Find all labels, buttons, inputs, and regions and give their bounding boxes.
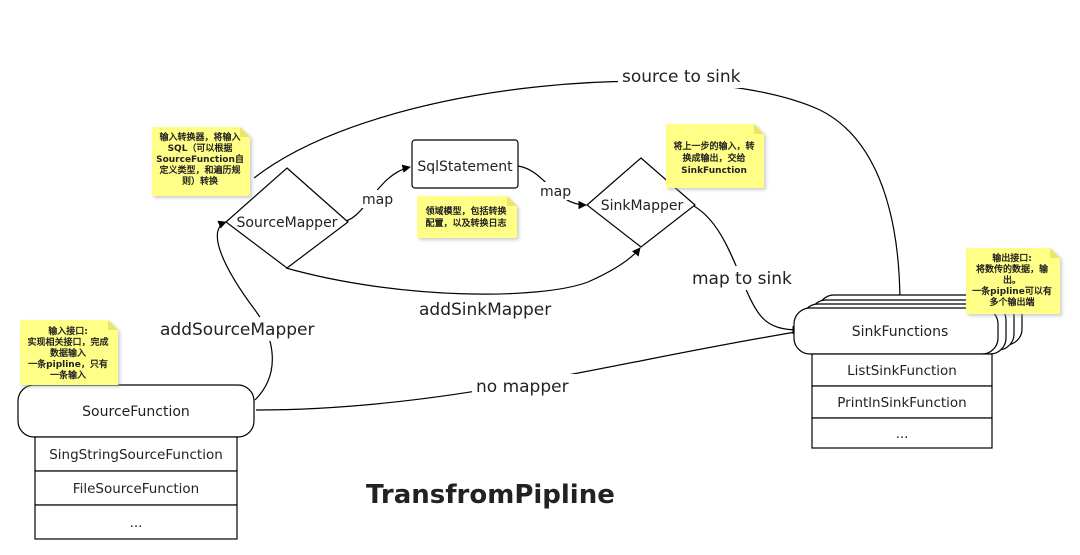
- note-output-interface: [966, 248, 1060, 314]
- note-line: 将数传的数据，输: [976, 263, 1049, 275]
- label-no-mapper: no mapper: [476, 377, 569, 397]
- note-input-converter: [152, 127, 250, 196]
- note-domain-model-text: 领域模型，包括转换 配置，以及转换日志: [425, 205, 507, 229]
- note-sink-mapper: [666, 124, 764, 188]
- note-line: 则）转换: [182, 175, 219, 187]
- note-line: 一条pipline，只有: [28, 358, 108, 370]
- source-function-label: SourceFunction: [82, 404, 190, 420]
- sink-functions-node: SinkFunctions ListSinkFunction PrintlnSi…: [793, 294, 1023, 449]
- diagram-title: TransfromPipline: [366, 480, 615, 510]
- note-line: 定义类型，和遍历规: [158, 164, 240, 176]
- source-function-row: FileSourceFunction: [73, 481, 199, 497]
- sink-functions-label: SinkFunctions: [852, 324, 949, 340]
- note-line: 配置，以及转换日志: [425, 217, 506, 229]
- note-input-interface-text: 输入接口: 实现相关接口，完成 数据输入 一条pipline，只有 一条输入: [27, 325, 108, 381]
- label-map-to-sink: map to sink: [692, 269, 792, 289]
- label-add-source-mapper: addSourceMapper: [160, 320, 315, 340]
- note-line: 数据输入: [50, 347, 86, 359]
- note-line: 一条输入: [50, 369, 86, 381]
- sql-statement-node: SqlStatement: [411, 139, 519, 189]
- label-map-1: map: [362, 192, 393, 208]
- note-line: 多个输出端: [989, 296, 1034, 308]
- note-line: 输入转换器，将输入: [159, 131, 240, 143]
- note-input-converter-text: 输入转换器，将输入 SQL（可以根据 SourceFunction自 定义类型，…: [156, 131, 244, 187]
- edges: [216, 80, 905, 411]
- sink-functions-row: PrintlnSinkFunction: [837, 395, 966, 411]
- edge-labels: source to sink map map addSinkMapper add…: [156, 64, 798, 398]
- source-mapper-label: SourceMapper: [237, 215, 338, 231]
- label-add-sink-mapper: addSinkMapper: [419, 300, 551, 320]
- sql-statement-label: SqlStatement: [417, 159, 513, 175]
- note-line: 实现相关接口，完成: [27, 336, 108, 348]
- note-line: 一条pipline可以有: [972, 285, 1052, 297]
- source-function-row: SingStringSourceFunction: [49, 447, 223, 463]
- edge-add-source-mapper: [216, 220, 273, 401]
- sink-mapper-node: SinkMapper: [586, 157, 696, 248]
- note-line: SQL（可以根据: [168, 142, 233, 154]
- note-line: 出。: [1003, 274, 1021, 286]
- source-function-node: SourceFunction SingStringSourceFunction …: [17, 384, 255, 540]
- label-map-2: map: [540, 184, 571, 200]
- note-line: SinkFunction: [681, 166, 747, 176]
- note-output-interface-text: 输出接口: 将数传的数据，输 出。 一条pipline可以有 多个输出端: [972, 252, 1052, 308]
- note-sink-mapper-text: 将上一步的输入，转 换成输出，交给 SinkFunction: [673, 140, 754, 176]
- edge-source-to-sink: [253, 80, 905, 306]
- sink-functions-row: ...: [896, 426, 909, 442]
- note-input-interface: [20, 320, 118, 385]
- source-function-row: ...: [130, 515, 143, 531]
- note-line: 输入接口:: [48, 325, 88, 337]
- note-line: 输出接口:: [992, 252, 1032, 264]
- note-line: 领域模型，包括转换: [425, 205, 507, 217]
- note-line: SourceFunction自: [156, 153, 244, 165]
- edge-add-sink-mapper: [285, 247, 641, 295]
- note-line: 换成输出，交给: [682, 152, 745, 164]
- source-mapper-node: SourceMapper: [225, 167, 349, 269]
- sink-functions-row: ListSinkFunction: [847, 363, 957, 379]
- edge-map-to-sink: [691, 204, 801, 335]
- sink-mapper-label: SinkMapper: [601, 198, 684, 214]
- note-domain-model: [417, 196, 517, 238]
- label-source-to-sink: source to sink: [622, 67, 741, 87]
- note-line: 将上一步的输入，转: [673, 140, 754, 152]
